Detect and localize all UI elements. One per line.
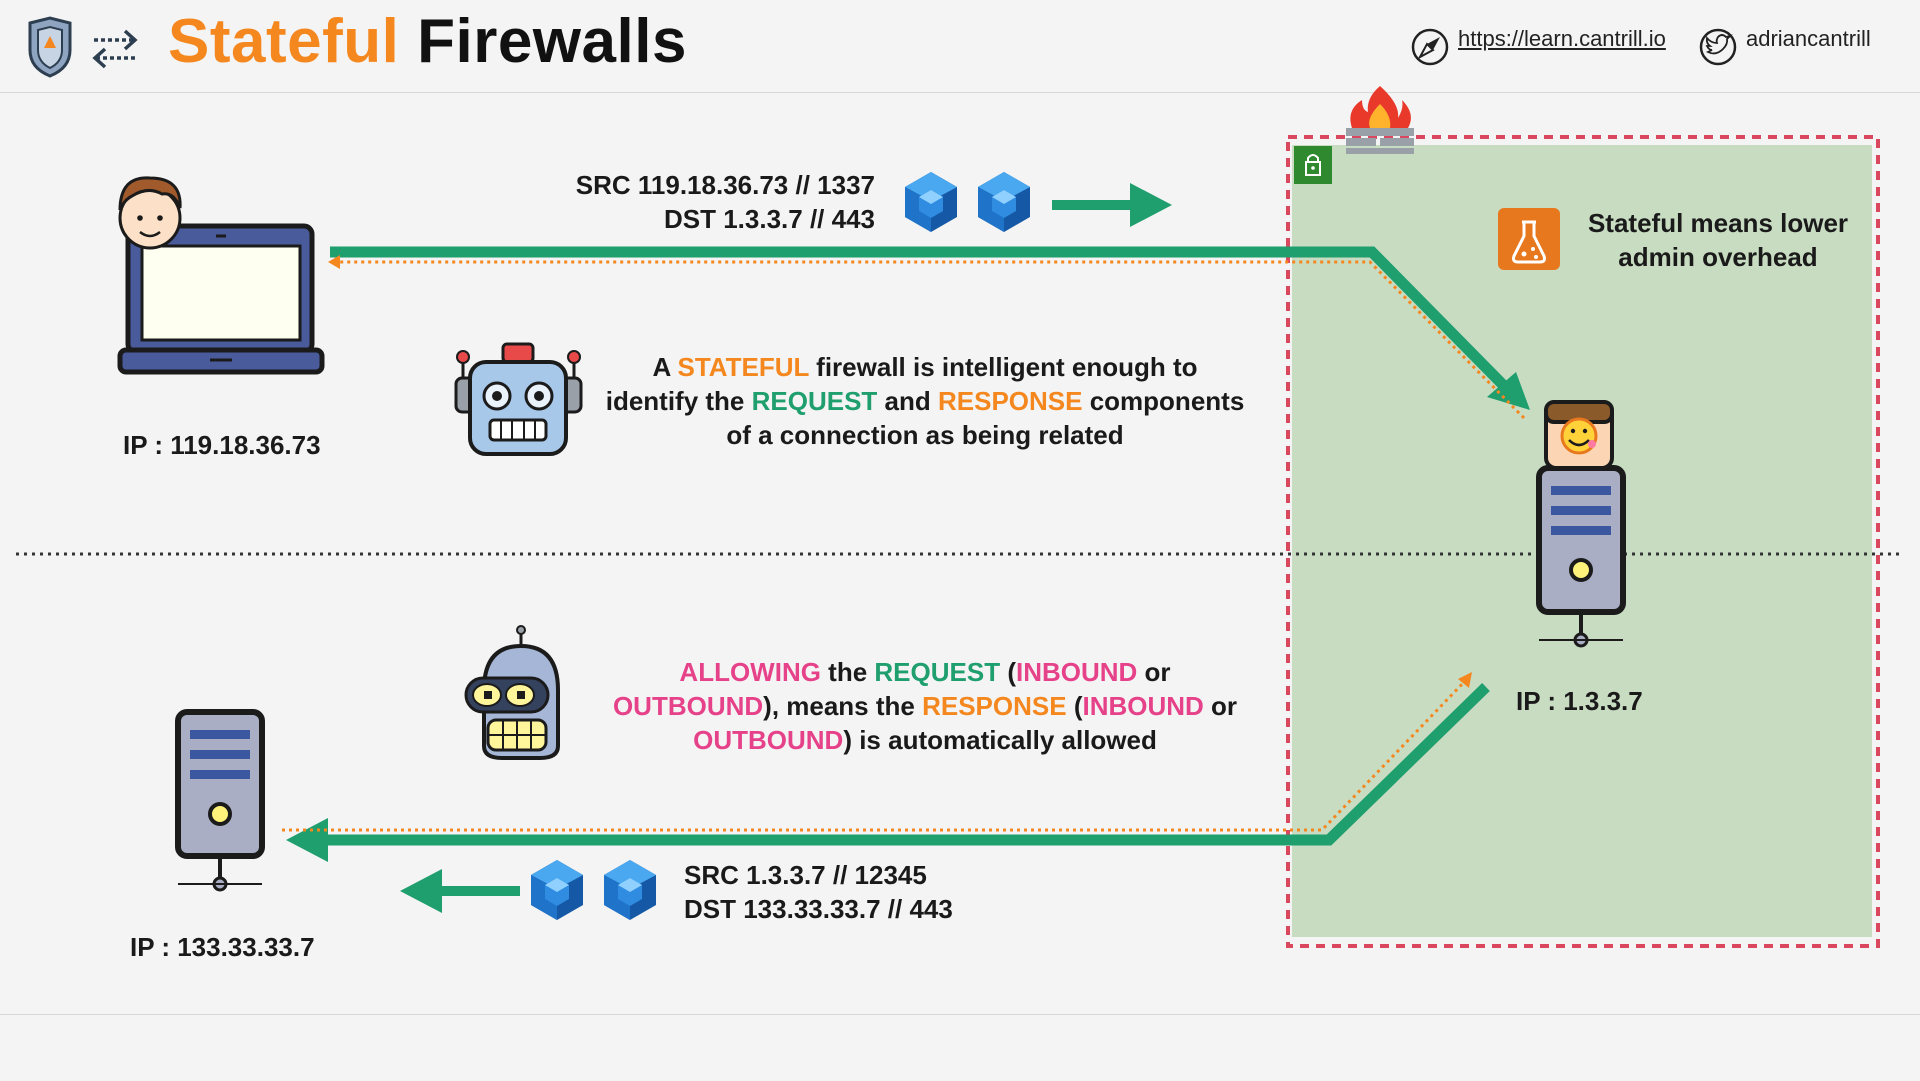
title-stateful: Stateful (168, 7, 400, 76)
response-dst: DST 133.33.33.7 // 443 (684, 894, 953, 924)
flask-icon (1498, 208, 1560, 270)
shield-logo-icon (28, 16, 72, 78)
firewall-boundary (1286, 135, 1880, 948)
bender-robot-icon (464, 625, 560, 760)
twitter-link[interactable]: adriancantrill (1746, 26, 1871, 52)
response-return-dotted (282, 678, 1468, 832)
robot-icon (454, 342, 583, 456)
request-dst: DST 1.3.3.7 // 443 (663, 204, 875, 234)
footer-bar (0, 1014, 1920, 1081)
response-packet-label: SRC 1.3.3.7 // 12345 DST 133.33.33.7 // … (684, 858, 953, 926)
twitter-handle[interactable]: adriancantrill (1746, 26, 1871, 51)
lock-icon (1294, 146, 1332, 184)
response-src: SRC 1.3.3.7 // 12345 (684, 860, 927, 890)
remote-ip-label: IP : 133.33.33.7 (130, 932, 315, 962)
site-link-text[interactable]: https://learn.cantrill.io (1458, 26, 1666, 51)
kw-response: RESPONSE (937, 386, 1083, 416)
page-title: Stateful Firewalls (168, 6, 687, 77)
response-packet-cubes (531, 860, 656, 920)
app-icon (1544, 400, 1614, 470)
person-laptop-icon (117, 176, 325, 375)
site-link[interactable]: https://learn.cantrill.io (1458, 26, 1666, 52)
stateful-note: Stateful means lower admin overhead (1568, 206, 1868, 274)
fire-wall-icon (1346, 86, 1414, 154)
allowing-description: ALLOWING the REQUEST (INBOUND or OUTBOUN… (612, 657, 1238, 755)
header-bar (0, 0, 1920, 93)
twitter-icon (1699, 28, 1737, 66)
request-flow-line (330, 246, 1516, 398)
title-firewalls: Firewalls (417, 7, 687, 76)
kw-request: REQUEST (751, 386, 878, 416)
stateful-description: A STATEFUL firewall is intelligent enoug… (605, 352, 1245, 450)
server-ip-label: IP : 1.3.3.7 (1516, 686, 1643, 716)
response-direction-arrow (400, 869, 442, 913)
request-packet-label: SRC 119.18.36.73 // 1337 DST 1.3.3.7 // … (560, 168, 875, 236)
client-ip-label: IP : 119.18.36.73 (123, 430, 321, 460)
request-src: SRC 119.18.36.73 // 1337 (575, 170, 875, 200)
response-flow-line (322, 683, 1490, 846)
request-packet-cubes (905, 172, 1030, 232)
remote-server-icon (178, 712, 262, 890)
note-line1: Stateful means lower (1587, 208, 1849, 238)
swap-arrows-icon (92, 29, 138, 69)
request-return-dotted (338, 260, 1526, 420)
compass-icon (1411, 28, 1449, 66)
request-flow-arrowhead (1487, 372, 1530, 410)
response-flow-arrowhead (286, 818, 328, 862)
kw-stateful: STATEFUL (677, 352, 809, 382)
request-direction-arrow (1130, 183, 1172, 227)
note-line2: admin overhead (1618, 242, 1818, 272)
